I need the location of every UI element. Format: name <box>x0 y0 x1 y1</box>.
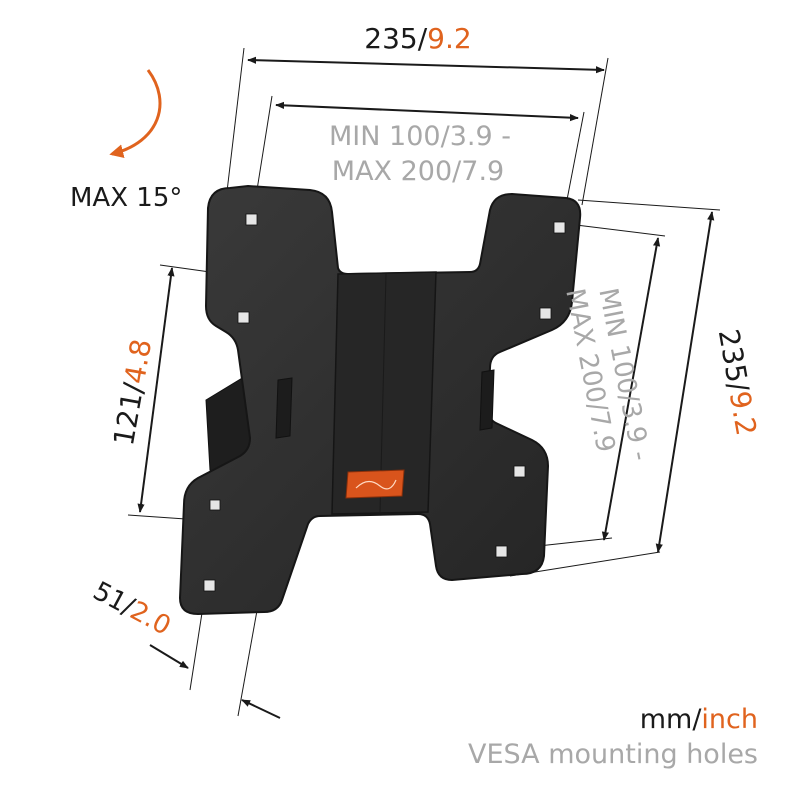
left-height-arrow <box>137 267 175 513</box>
right-height-label: 235/9.2 <box>712 327 763 439</box>
mounting-hole <box>209 499 221 511</box>
tilt-label: MAX 15° <box>70 183 182 213</box>
wall-bracket <box>178 184 582 616</box>
tilt-arrow-icon <box>109 69 162 159</box>
svg-text:MAX 200/7.9: MAX 200/7.9 <box>332 156 504 187</box>
logo-badge <box>345 469 405 499</box>
top-width-label: 235/9.2 <box>364 22 471 55</box>
vesa-horizontal-label: MIN 100/3.9 - MAX 200/7.9 <box>329 121 511 187</box>
mounting-hole <box>539 307 552 320</box>
mounting-holes <box>203 213 566 592</box>
hinge-left <box>275 377 293 439</box>
vesa-vertical-arrow <box>601 237 661 541</box>
dimension-arrows <box>137 56 715 719</box>
mounting-hole <box>245 213 258 226</box>
center-arm <box>331 271 437 515</box>
mounting-hole <box>237 311 250 324</box>
depth-arrow-right <box>241 699 281 719</box>
vesa-horizontal-arrow <box>275 101 579 122</box>
svg-text:MIN 100/3.9 -: MIN 100/3.9 - <box>329 121 511 152</box>
mounting-hole <box>203 579 216 592</box>
hinge-right <box>479 369 495 431</box>
mounting-hole <box>495 545 508 558</box>
right-height-arrow <box>655 211 715 553</box>
top-width-arrow <box>247 56 605 74</box>
vesa-note: VESA mounting holes <box>468 739 758 770</box>
mounting-hole <box>513 465 526 478</box>
units-legend: mm/inch <box>640 704 758 735</box>
mounting-hole <box>553 221 566 234</box>
vesa-vertical-label: MIN 100/3.9 - MAX 200/7.9 <box>559 286 655 464</box>
depth-arrow-left <box>149 644 189 669</box>
depth-label: 51/2.0 <box>88 576 176 642</box>
